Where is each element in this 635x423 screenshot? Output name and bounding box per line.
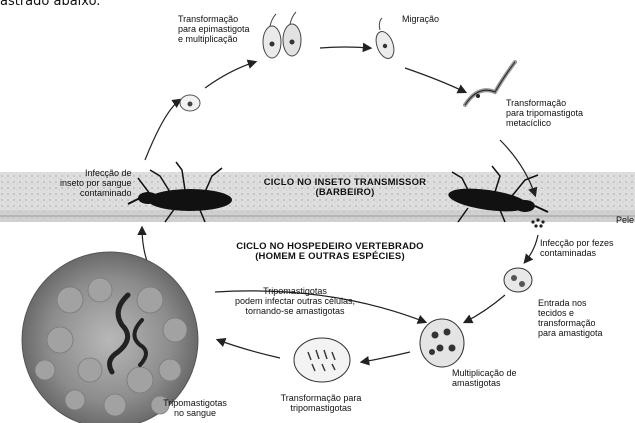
arrow-to-transformacao <box>362 352 410 362</box>
label-entrada-tecidos: Entrada nos tecidos e transformação para… <box>538 298 603 338</box>
arrow-to-epimastigota <box>205 62 255 88</box>
label-pele: Pele <box>616 215 634 225</box>
label-infeccao-inseto: Infecção de inseto por sangue contaminad… <box>60 168 132 198</box>
label-infeccao-fezes: Infecção por fezes contaminadas <box>540 238 614 258</box>
arrow-to-metaciclico <box>405 68 465 92</box>
label-epimastigota: Transformação para epimastigota e multip… <box>178 14 250 44</box>
migrating-parasite-icon <box>373 18 398 61</box>
arrow-upper-left <box>145 100 180 160</box>
label-multiplicacao: Multiplicação de amastigotas <box>452 368 517 388</box>
label-tripomastigotas-infectar: Tripomastigotas podem infectar outras cé… <box>220 286 370 316</box>
arrow-to-entrada <box>525 235 538 262</box>
label-tripomastigota-metaciclico: Transformação para tripomastigota metací… <box>506 98 583 128</box>
amastigote-multiplication-icon <box>420 319 464 367</box>
parasite-ingested-icon <box>180 95 200 111</box>
infected-cell-entry-icon <box>504 268 532 292</box>
label-ciclo-inseto: CICLO NO INSETO TRANSMISSOR (BARBEIRO) <box>250 178 440 198</box>
arrow-to-sangue <box>218 340 280 358</box>
arrow-to-multiplicacao <box>465 295 505 322</box>
label-transformacao-tripo: Transformação para tripomastigotas <box>265 393 377 413</box>
label-migracao: Migração <box>402 14 439 24</box>
epimastigote-icon <box>263 12 301 58</box>
arrow-to-migracao <box>320 47 370 48</box>
trypomastigote-transformation-icon <box>294 338 350 382</box>
label-tripo-sangue: Tripomastigotas no sangue <box>150 398 240 418</box>
label-ciclo-hospedeiro: CICLO NO HOSPEDEIRO VERTEBRADO (HOMEM E … <box>230 242 430 262</box>
